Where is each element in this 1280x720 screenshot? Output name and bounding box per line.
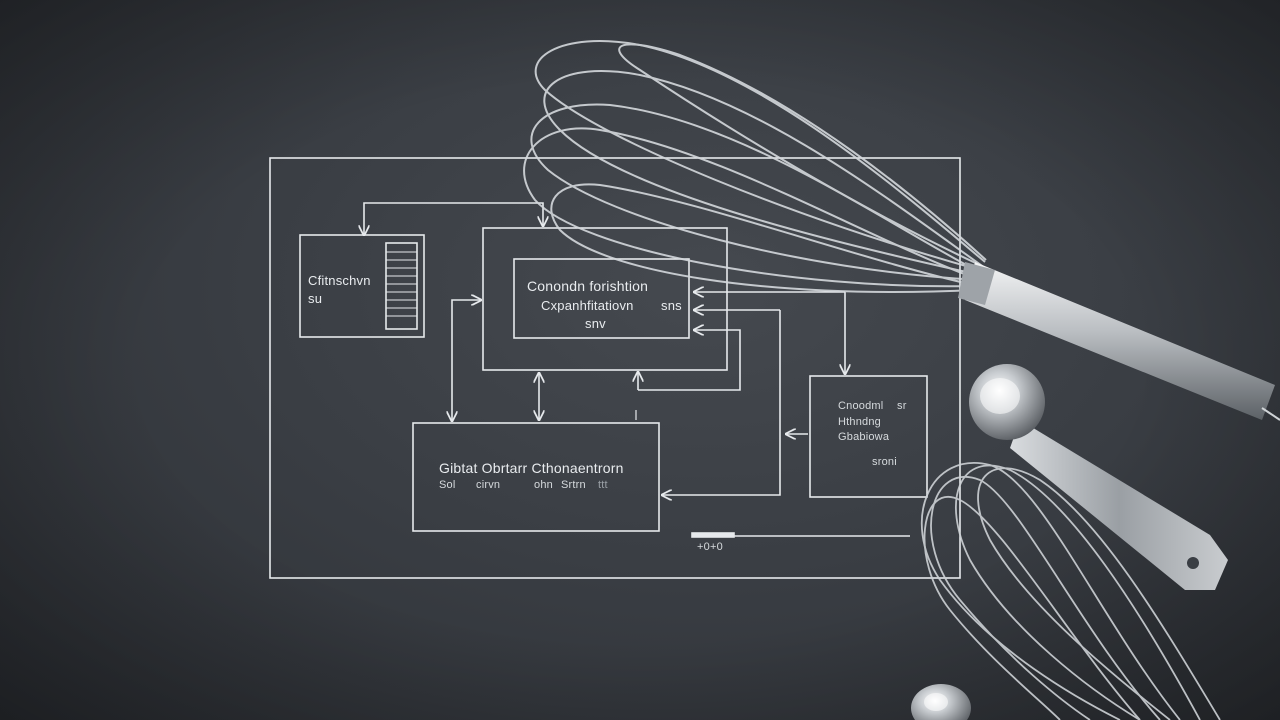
outer-frame (269, 157, 961, 579)
bottom-box-label-2a: Sol (439, 479, 456, 491)
right-box-label-1-suffix: sr (897, 400, 907, 412)
bottom-box-label-2b: cirvn (476, 479, 501, 491)
scale-bar-block (691, 532, 735, 538)
scale-label: +0+0 (697, 541, 723, 553)
right-box-label-3: Gbabiowa (838, 431, 890, 443)
left-connector-arrow (452, 300, 481, 421)
bottom-box-label-2e: ttt (598, 479, 608, 491)
right-box-label-2: Hthndng (838, 416, 881, 428)
center-box-label-1: Conondn forishtion (527, 278, 649, 294)
left-box-label-2: su (308, 291, 323, 306)
measuring-spoon-icon (969, 364, 1228, 590)
center-box-label-2: Cxpanhfitatiovn (541, 298, 634, 313)
left-box-label-1: Cfitnschvn (308, 273, 371, 288)
bottom-box (412, 422, 660, 532)
whisk-handle (965, 262, 1275, 420)
center-box-label-2-suffix: sns (661, 298, 682, 313)
right-box (809, 375, 928, 498)
to-bottom-box-arrow (662, 310, 781, 495)
bottom-box-label-1: Gibtat Obrtarr Cthonaentrorn (439, 460, 624, 476)
right-loop-arrow-1 (638, 330, 741, 391)
bottom-box-label-2d: Srtrn (561, 479, 586, 491)
center-box-label-3: snv (585, 316, 606, 331)
center-inner-box (513, 258, 690, 339)
right-box-label-1: Cnoodml (838, 400, 884, 412)
center-outer-box (482, 227, 728, 371)
whisk-large-icon (523, 40, 1280, 421)
small-spoon-icon (911, 684, 971, 720)
left-box-ladder (385, 242, 418, 330)
bottom-box-label-2c: ohn (534, 479, 553, 491)
whisk-small-icon (920, 462, 1221, 720)
right-box-label-4: sroni (872, 456, 897, 468)
top-loop-arrow (364, 202, 543, 235)
